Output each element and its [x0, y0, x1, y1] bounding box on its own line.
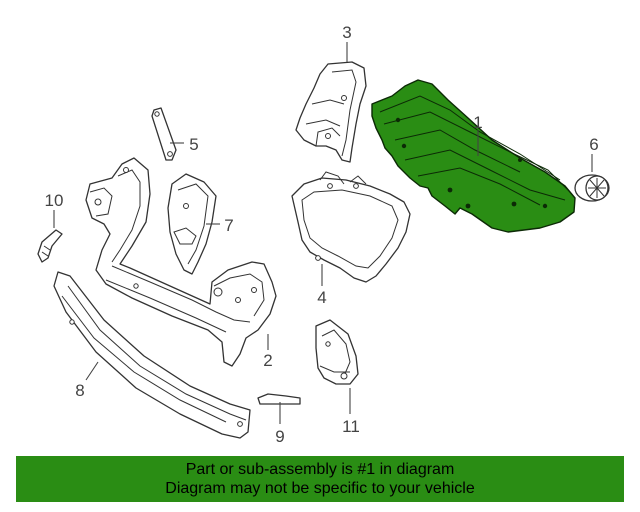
part-3-upper-bracket[interactable] — [295, 61, 367, 163]
callout-1: 1 — [473, 113, 482, 132]
leader-lines — [53, 42, 593, 424]
parts-diagram: 1 2 3 4 5 6 7 8 9 10 11 — [37, 23, 610, 446]
callout-8: 8 — [75, 381, 84, 400]
part-8-reinforcement-bar[interactable] — [53, 271, 251, 439]
callout-2: 2 — [263, 351, 272, 370]
callout-11: 11 — [342, 417, 360, 436]
part-2-radiator-support[interactable] — [85, 157, 277, 367]
banner-line-2: Diagram may not be specific to your vehi… — [165, 480, 475, 497]
callout-6: 6 — [589, 135, 598, 154]
part-10-clip[interactable] — [37, 229, 63, 263]
part-6-grommet[interactable] — [574, 174, 610, 202]
info-banner: Part or sub-assembly is #1 in diagram Di… — [16, 456, 624, 502]
callout-3: 3 — [342, 23, 351, 42]
callout-5: 5 — [189, 135, 198, 154]
callout-9: 9 — [275, 427, 284, 446]
part-5-link-rod[interactable] — [151, 107, 177, 161]
callout-10: 10 — [45, 191, 64, 210]
part-11-lower-bracket[interactable] — [315, 319, 359, 385]
callout-labels: 1 2 3 4 5 6 7 8 9 10 11 — [45, 23, 599, 446]
callout-4: 4 — [317, 288, 326, 307]
banner-line-1: Part or sub-assembly is #1 in diagram — [185, 461, 455, 478]
callout-7: 7 — [224, 216, 233, 235]
part-1-cowl-panel[interactable] — [371, 79, 576, 233]
part-7-side-bracket[interactable] — [167, 173, 217, 275]
part-9-strip[interactable] — [257, 393, 301, 405]
part-4-side-support[interactable] — [291, 171, 411, 283]
